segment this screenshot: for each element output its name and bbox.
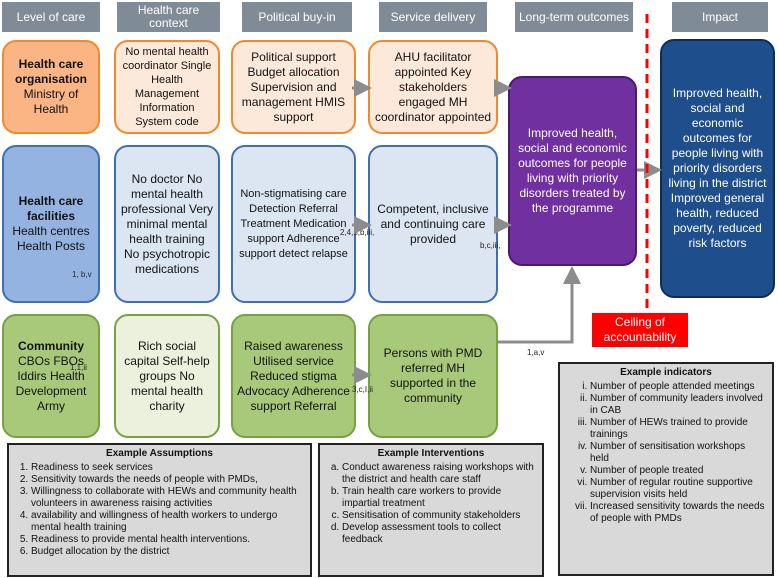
example-indicators-box: Example indicators Number of people atte… bbox=[558, 362, 774, 576]
political-org: Political support Budget allocation Supe… bbox=[231, 40, 356, 134]
list-item: Increased sensitivity towards the needs … bbox=[590, 501, 766, 525]
delivery-community: Persons with PMD referred MH supported i… bbox=[368, 314, 498, 438]
list-item: Number of regular routine supportive sup… bbox=[590, 477, 766, 501]
context-community: Rich social capital Self-help groups No … bbox=[114, 314, 220, 438]
context-facilities: No doctor No mental health professional … bbox=[114, 145, 220, 303]
header-health-care-context: Health care context bbox=[117, 2, 220, 32]
list-item: Number of people attended meetings bbox=[590, 381, 766, 393]
long-term-outcome-box: Improved health, social and economic out… bbox=[508, 76, 637, 266]
header-level-of-care: Level of care bbox=[2, 2, 100, 32]
context-org: No mental health coordinator Single Heal… bbox=[114, 40, 220, 134]
list-item: Number of HEWs trained to provide traini… bbox=[590, 417, 766, 441]
list-item: Train health care workers to provide imp… bbox=[342, 486, 536, 510]
note-community-political: 3,c,I,ii bbox=[352, 385, 373, 394]
note-community-delivery: 1,a,v bbox=[527, 348, 545, 357]
indicators-list: Number of people attended meetings Numbe… bbox=[566, 381, 766, 525]
list-item: Willingness to collaborate with HEWs and… bbox=[31, 486, 304, 510]
level-facilities-title: Health care facilities bbox=[18, 194, 84, 223]
list-item: Budget allocation by the district bbox=[31, 546, 304, 558]
example-assumptions-box: Example Assumptions Readiness to seek se… bbox=[7, 443, 312, 577]
arrow-com-delivery-to-outcome bbox=[498, 266, 581, 344]
list-item: Readiness to provide mental health inter… bbox=[31, 534, 304, 546]
level-health-care-facilities: Health care facilities Health centres He… bbox=[2, 145, 100, 303]
delivery-org: AHU facilitator appointed Key stakeholde… bbox=[368, 40, 498, 134]
header-long-term-outcomes: Long-term outcomes bbox=[515, 2, 633, 32]
level-community-title: Community bbox=[18, 338, 84, 353]
example-interventions-box: Example Interventions Conduct awareness … bbox=[318, 443, 544, 577]
list-item: Sensitivity towards the needs of people … bbox=[31, 474, 304, 486]
level-facilities-sub: Health centres Health Posts bbox=[12, 224, 90, 253]
ceiling-of-accountability: Ceiling of accountability bbox=[592, 313, 688, 347]
note-community-level: 1,1,ii bbox=[70, 363, 87, 372]
note-facilities-delivery: b,c,iii, bbox=[480, 241, 501, 250]
level-community-sub: CBOs FBOs Iddirs Health Development Army bbox=[15, 353, 87, 413]
level-org-sub: Ministry of Health bbox=[23, 87, 79, 116]
indicators-title: Example indicators bbox=[620, 367, 712, 378]
list-item: availability and willingness of health w… bbox=[31, 510, 304, 534]
assumptions-title: Example Assumptions bbox=[106, 448, 213, 459]
list-item: Number of sensitisation workshops held bbox=[590, 441, 766, 465]
list-item: Number of community leaders involved in … bbox=[590, 393, 766, 417]
interventions-list: Conduct awareness raising workshops with… bbox=[326, 462, 536, 546]
list-item: Develop assessment tools to collect feed… bbox=[342, 522, 536, 546]
note-facilities-level: 1, b,v bbox=[72, 270, 92, 279]
list-item: Number of people treated bbox=[590, 465, 766, 477]
list-item: Conduct awareness raising workshops with… bbox=[342, 462, 536, 486]
level-community: Community CBOs FBOs Iddirs Health Develo… bbox=[2, 314, 100, 438]
header-political-buy-in: Political buy-in bbox=[242, 2, 352, 32]
assumptions-list: Readiness to seek services Sensitivity t… bbox=[15, 462, 304, 558]
political-community: Raised awareness Utilised service Reduce… bbox=[231, 314, 356, 438]
level-org-title: Health care organisation bbox=[14, 57, 87, 86]
list-item: Readiness to seek services bbox=[31, 462, 304, 474]
header-impact: Impact bbox=[672, 2, 768, 32]
interventions-title: Example Interventions bbox=[377, 448, 485, 459]
impact-box: Improved health, social and economic out… bbox=[660, 39, 775, 298]
header-service-delivery: Service delivery bbox=[379, 2, 487, 32]
list-item: Sensitisation of community stakeholders bbox=[342, 510, 536, 522]
level-health-care-organisation: Health care organisation Ministry of Hea… bbox=[2, 40, 100, 134]
